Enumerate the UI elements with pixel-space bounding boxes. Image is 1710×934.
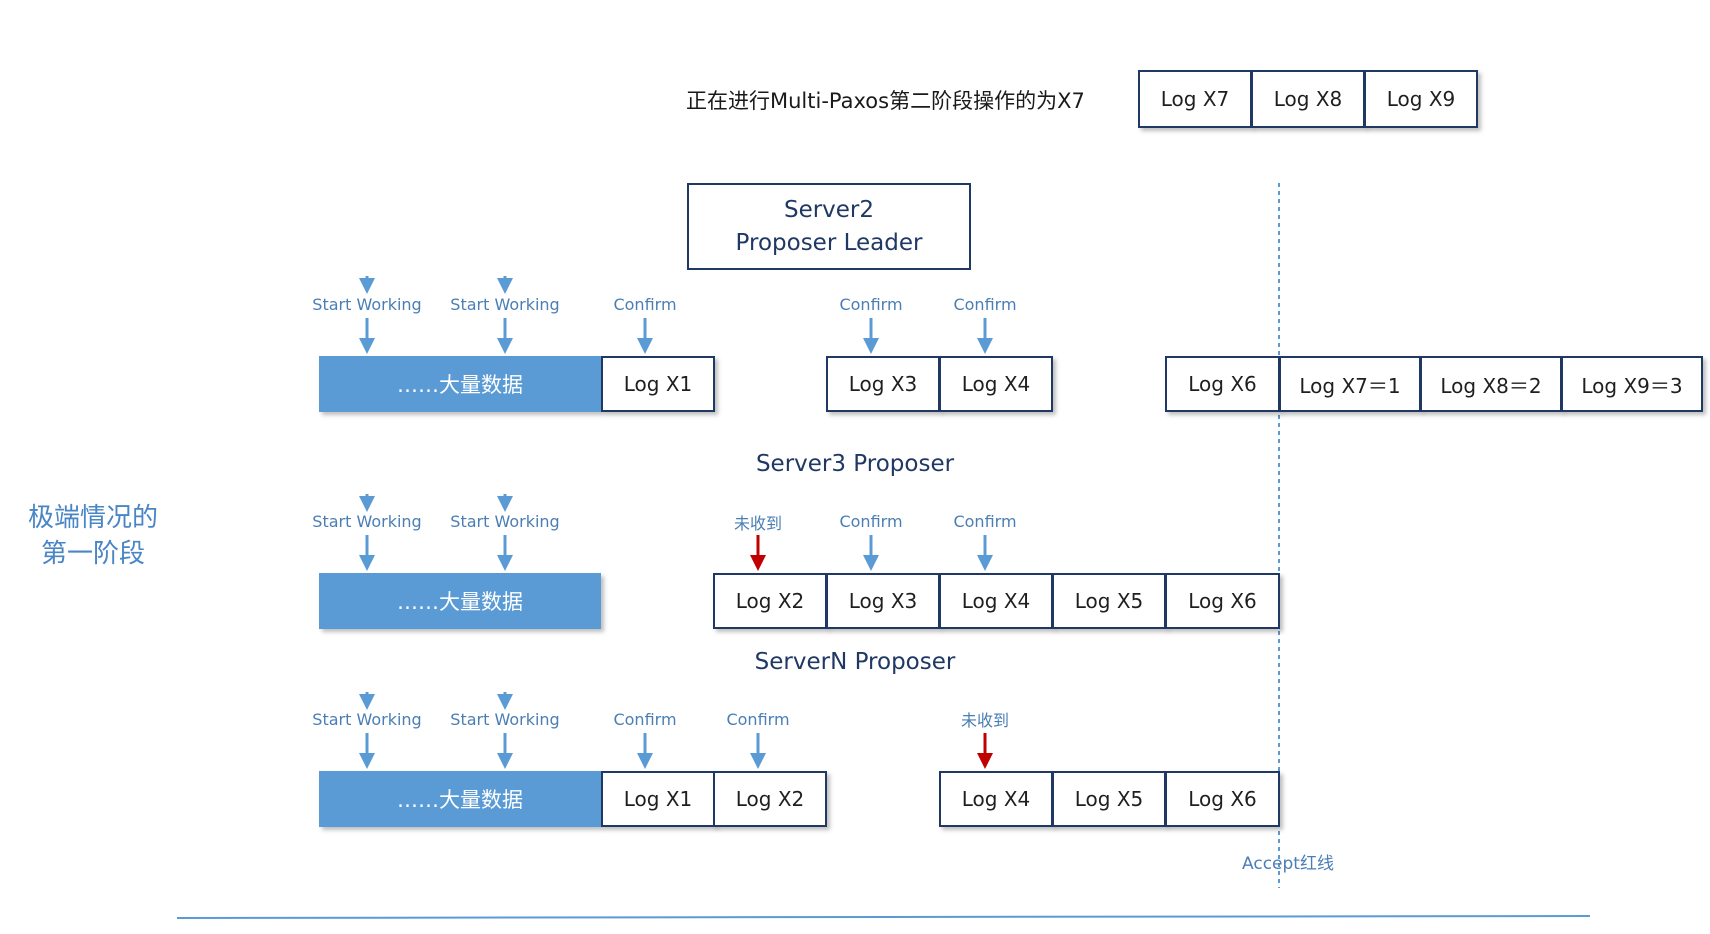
confirm-arrow [977,535,993,571]
side-label-line1: 极端情况的 [27,503,158,533]
confirm-label: Confirm [953,512,1017,531]
confirm-arrow [637,733,653,769]
side-label: 极端情况的 第一阶段 [18,500,168,572]
log-box: Log X8＝2 [1420,356,1562,412]
confirm-label: Confirm [613,295,677,314]
log-box: Log X4 [939,573,1053,629]
log-box: Log X6 [1165,356,1280,412]
log-box: Log X3 [826,356,940,412]
bulk-data-bar: ……大量数据 [319,573,601,629]
log-box: Log X5 [1052,771,1166,827]
start-working-tick [359,276,375,294]
start-working-label: Start Working [312,512,422,531]
start-working-label: Start Working [312,295,422,314]
confirm-arrow [977,318,993,354]
missed-label: 未收到 [960,711,1010,730]
top-log-box: Log X7 [1138,70,1252,128]
start-working-tick [359,692,375,710]
start-working-tick [497,692,513,710]
confirm-label: Confirm [839,512,903,531]
log-box: Log X1 [601,771,715,827]
missed-arrow [750,535,766,571]
confirm-label: Confirm [726,710,790,729]
confirm-arrow [863,535,879,571]
leader-role: Proposer Leader [735,229,923,256]
start-working-arrow [497,733,513,769]
start-working-arrow [359,733,375,769]
start-working-tick [359,494,375,512]
confirm-label: Confirm [839,295,903,314]
start-working-arrow [497,535,513,571]
log-box: Log X2 [713,771,827,827]
servern-title: ServerN Proposer [754,649,956,675]
leader-box: Server2 Proposer Leader [687,183,971,270]
start-working-label: Start Working [312,710,422,729]
accept-line-label: Accept红线 [1242,854,1334,874]
start-working-arrow [359,318,375,354]
log-box: Log X4 [939,356,1053,412]
log-box: Log X6 [1165,573,1280,629]
bulk-data-bar: ……大量数据 [319,356,601,412]
start-working-label: Start Working [450,512,560,531]
top-log-box: Log X9 [1364,70,1478,128]
leader-name: Server2 [783,196,875,223]
server3-title: Server3 Proposer [755,451,955,477]
side-label-line2: 第一阶段 [40,539,145,569]
log-box: Log X9＝3 [1561,356,1703,412]
log-box: Log X4 [939,771,1053,827]
confirm-arrow [750,733,766,769]
log-box: Log X1 [601,356,715,412]
confirm-label: Confirm [953,295,1017,314]
start-working-label: Start Working [450,710,560,729]
log-box: Log X6 [1165,771,1280,827]
log-box: Log X5 [1052,573,1166,629]
start-working-tick [497,494,513,512]
start-working-arrow [497,318,513,354]
bottom-divider [176,915,1591,919]
missed-arrow [977,733,993,769]
log-box: Log X2 [713,573,827,629]
missed-label: 未收到 [733,514,783,533]
start-working-tick [497,276,513,294]
confirm-arrow [637,318,653,354]
start-working-arrow [359,535,375,571]
confirm-label: Confirm [613,710,677,729]
log-box: Log X7＝1 [1279,356,1421,412]
headline: 正在进行Multi-Paxos第二阶段操作的为X7 [686,89,1085,113]
confirm-arrow [863,318,879,354]
bulk-data-bar: ……大量数据 [319,771,601,827]
start-working-label: Start Working [450,295,560,314]
log-box: Log X3 [826,573,940,629]
